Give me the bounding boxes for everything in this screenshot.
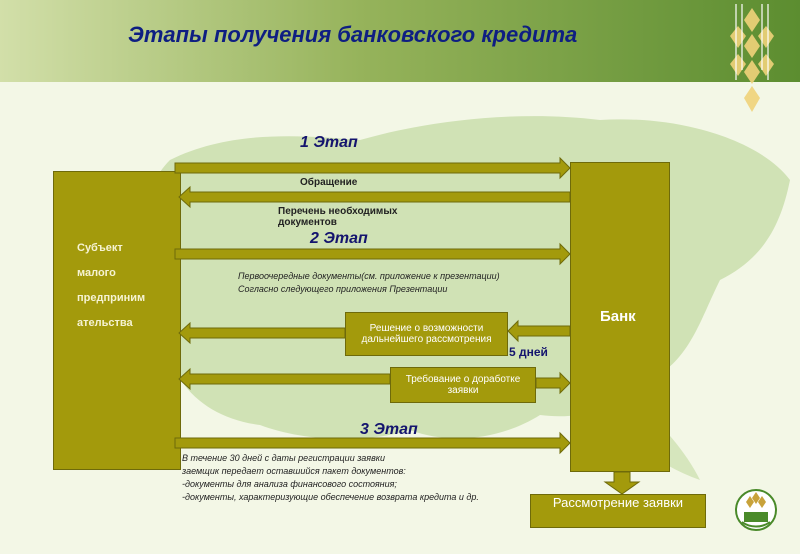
subject-label: Субъект малого предприним ательства: [77, 242, 146, 329]
review-box: [530, 494, 706, 528]
bank-box: [570, 162, 670, 472]
stage2-label: 2 Этап: [310, 230, 368, 247]
arrow-docs-left: [178, 185, 571, 209]
days-label: 5 дней: [509, 345, 548, 359]
review-label: Рассмотрение заявки: [552, 495, 684, 510]
revision-label: Требование о доработке заявки: [405, 374, 521, 396]
revision-box: Требование о доработке заявки: [390, 367, 536, 403]
stage3-label: 3 Этап: [360, 421, 418, 438]
appeal-label: Обращение: [300, 177, 358, 188]
arrow-days-left: [507, 319, 571, 343]
arrow-stage2-right: [174, 242, 571, 266]
stage1-label: 1 Этап: [300, 134, 358, 151]
arrow-appeal-right: [174, 156, 571, 180]
decision-label: Решение о возможности дальнейшего рассмо…: [361, 323, 492, 345]
header-band: [0, 0, 800, 82]
subject-box: [53, 171, 181, 470]
arrow-stage3-right: [174, 431, 571, 455]
primary-docs-text: Первоочередные документы(см. приложение …: [238, 271, 500, 294]
decision-box: Решение о возможности дальнейшего рассмо…: [345, 312, 508, 356]
docs-list-label: Перечень необходимых документов: [278, 206, 398, 228]
arrow-revision-left: [178, 367, 391, 391]
page-title: Этапы получения банковского кредита: [128, 22, 578, 47]
arrow-revision-right: [535, 371, 571, 395]
arrow-decision-left: [178, 321, 346, 345]
stage3-text: В течение 30 дней с даты регистрации зая…: [182, 453, 479, 502]
arrow-bank-to-review: [603, 471, 641, 495]
bank-label: Банк: [600, 308, 636, 325]
